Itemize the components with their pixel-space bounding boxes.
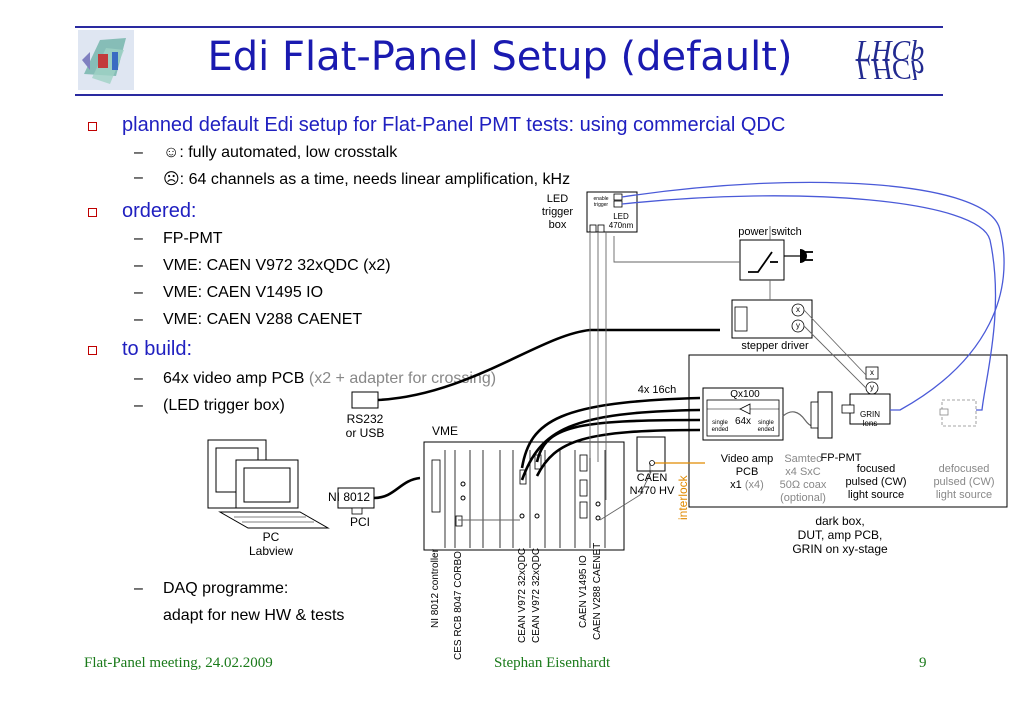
bullet-to-build: to build: bbox=[122, 338, 193, 360]
x64-label: 64x bbox=[734, 416, 752, 427]
dark-box-label: dark box,DUT, amp PCB,GRIN on xy-stage bbox=[792, 514, 888, 556]
stage-y-label: y bbox=[870, 383, 874, 392]
module-label: CES RCB 8047 CORBO bbox=[453, 551, 464, 660]
plug-icon bbox=[800, 249, 813, 263]
sub-bullet-v288: VME: CAEN V288 CAENET bbox=[163, 311, 363, 328]
stepper-driver-label: stepper driver bbox=[741, 340, 809, 352]
dash: – bbox=[134, 370, 143, 387]
page-number: 9 bbox=[919, 655, 927, 671]
stepper-x-label: x bbox=[796, 305, 800, 314]
page-title: Edi Flat-Panel Setup (default) bbox=[207, 34, 793, 80]
stage-x-label: x bbox=[870, 368, 874, 377]
module-label: CEAN V972 32xQDC bbox=[517, 547, 528, 643]
sub-bullet-daq: DAQ programme: bbox=[163, 580, 289, 597]
footer-author: Stephan Eisenhardt bbox=[494, 655, 611, 671]
dash: – bbox=[134, 230, 143, 247]
dash: – bbox=[134, 144, 143, 161]
dash: – bbox=[134, 580, 143, 597]
dash: – bbox=[134, 311, 143, 328]
power-switch-label: power switch bbox=[738, 226, 802, 238]
grin-lens bbox=[849, 393, 891, 425]
pci-label: PCI bbox=[349, 515, 370, 529]
rs232-adapter bbox=[351, 391, 379, 409]
sub-bullet-v1495: VME: CAEN V1495 IO bbox=[163, 284, 324, 301]
lhcb-logo: LHCb LHCb bbox=[840, 30, 940, 92]
bullet-square bbox=[88, 208, 97, 217]
fp-pmt bbox=[817, 391, 833, 439]
channels-label: 4x 16ch bbox=[637, 384, 677, 396]
svg-text:LHCb: LHCb bbox=[855, 36, 924, 67]
qx100-label: Qx100 bbox=[730, 389, 760, 400]
caen-hv bbox=[636, 436, 666, 472]
dash: – bbox=[134, 257, 143, 274]
svg-text:LHCb: LHCb bbox=[855, 53, 924, 84]
dash: – bbox=[134, 397, 143, 414]
bullet-ordered: ordered: bbox=[122, 200, 197, 222]
dash: – bbox=[134, 169, 143, 186]
title-bar bbox=[75, 26, 943, 96]
stepper-y-label: y bbox=[796, 321, 800, 330]
power-switch-box bbox=[739, 239, 785, 281]
fp-pmt-label: FP-PMT bbox=[820, 452, 862, 464]
module-label: CAEN V288 CAENET bbox=[592, 542, 603, 640]
bullet-square bbox=[88, 346, 97, 355]
module-label: CAEN V1495 IO bbox=[578, 555, 589, 628]
interlock-label: interlock bbox=[676, 475, 690, 520]
bullet-square bbox=[88, 122, 97, 131]
dash: – bbox=[134, 284, 143, 301]
module-label: CEAN V972 32xQDC bbox=[531, 547, 542, 643]
computer-icon bbox=[207, 439, 330, 529]
module-label: NI 8012 controller bbox=[430, 549, 441, 628]
sub-bullet-fp-pmt: FP-PMT bbox=[163, 230, 223, 247]
detector-logo bbox=[78, 30, 134, 90]
vme-label: VME bbox=[431, 424, 458, 438]
sub-bullet-v972: VME: CAEN V972 32xQDC (x2) bbox=[163, 257, 391, 274]
switch-icon bbox=[748, 251, 773, 273]
ni8012-label: NI 8012 bbox=[327, 490, 371, 504]
sub-bullet-video-amp: 64x video amp PCB (x2 + adapter for cros… bbox=[163, 370, 497, 387]
sub-bullet-pro: ☺: fully automated, low crosstalk bbox=[163, 144, 398, 161]
sub-bullet-led-trigger: (LED trigger box) bbox=[163, 397, 285, 414]
footer-meeting: Flat-Panel meeting, 24.02.2009 bbox=[84, 655, 273, 671]
bullet-planned: planned default Edi setup for Flat-Panel… bbox=[122, 114, 786, 136]
sub-bullet-con: ☹: 64 channels as a time, needs linear a… bbox=[163, 171, 571, 188]
sub-bullet-daq-line2: adapt for new HW & tests bbox=[163, 607, 345, 624]
led-tiny-label: enable trigger bbox=[593, 196, 609, 208]
